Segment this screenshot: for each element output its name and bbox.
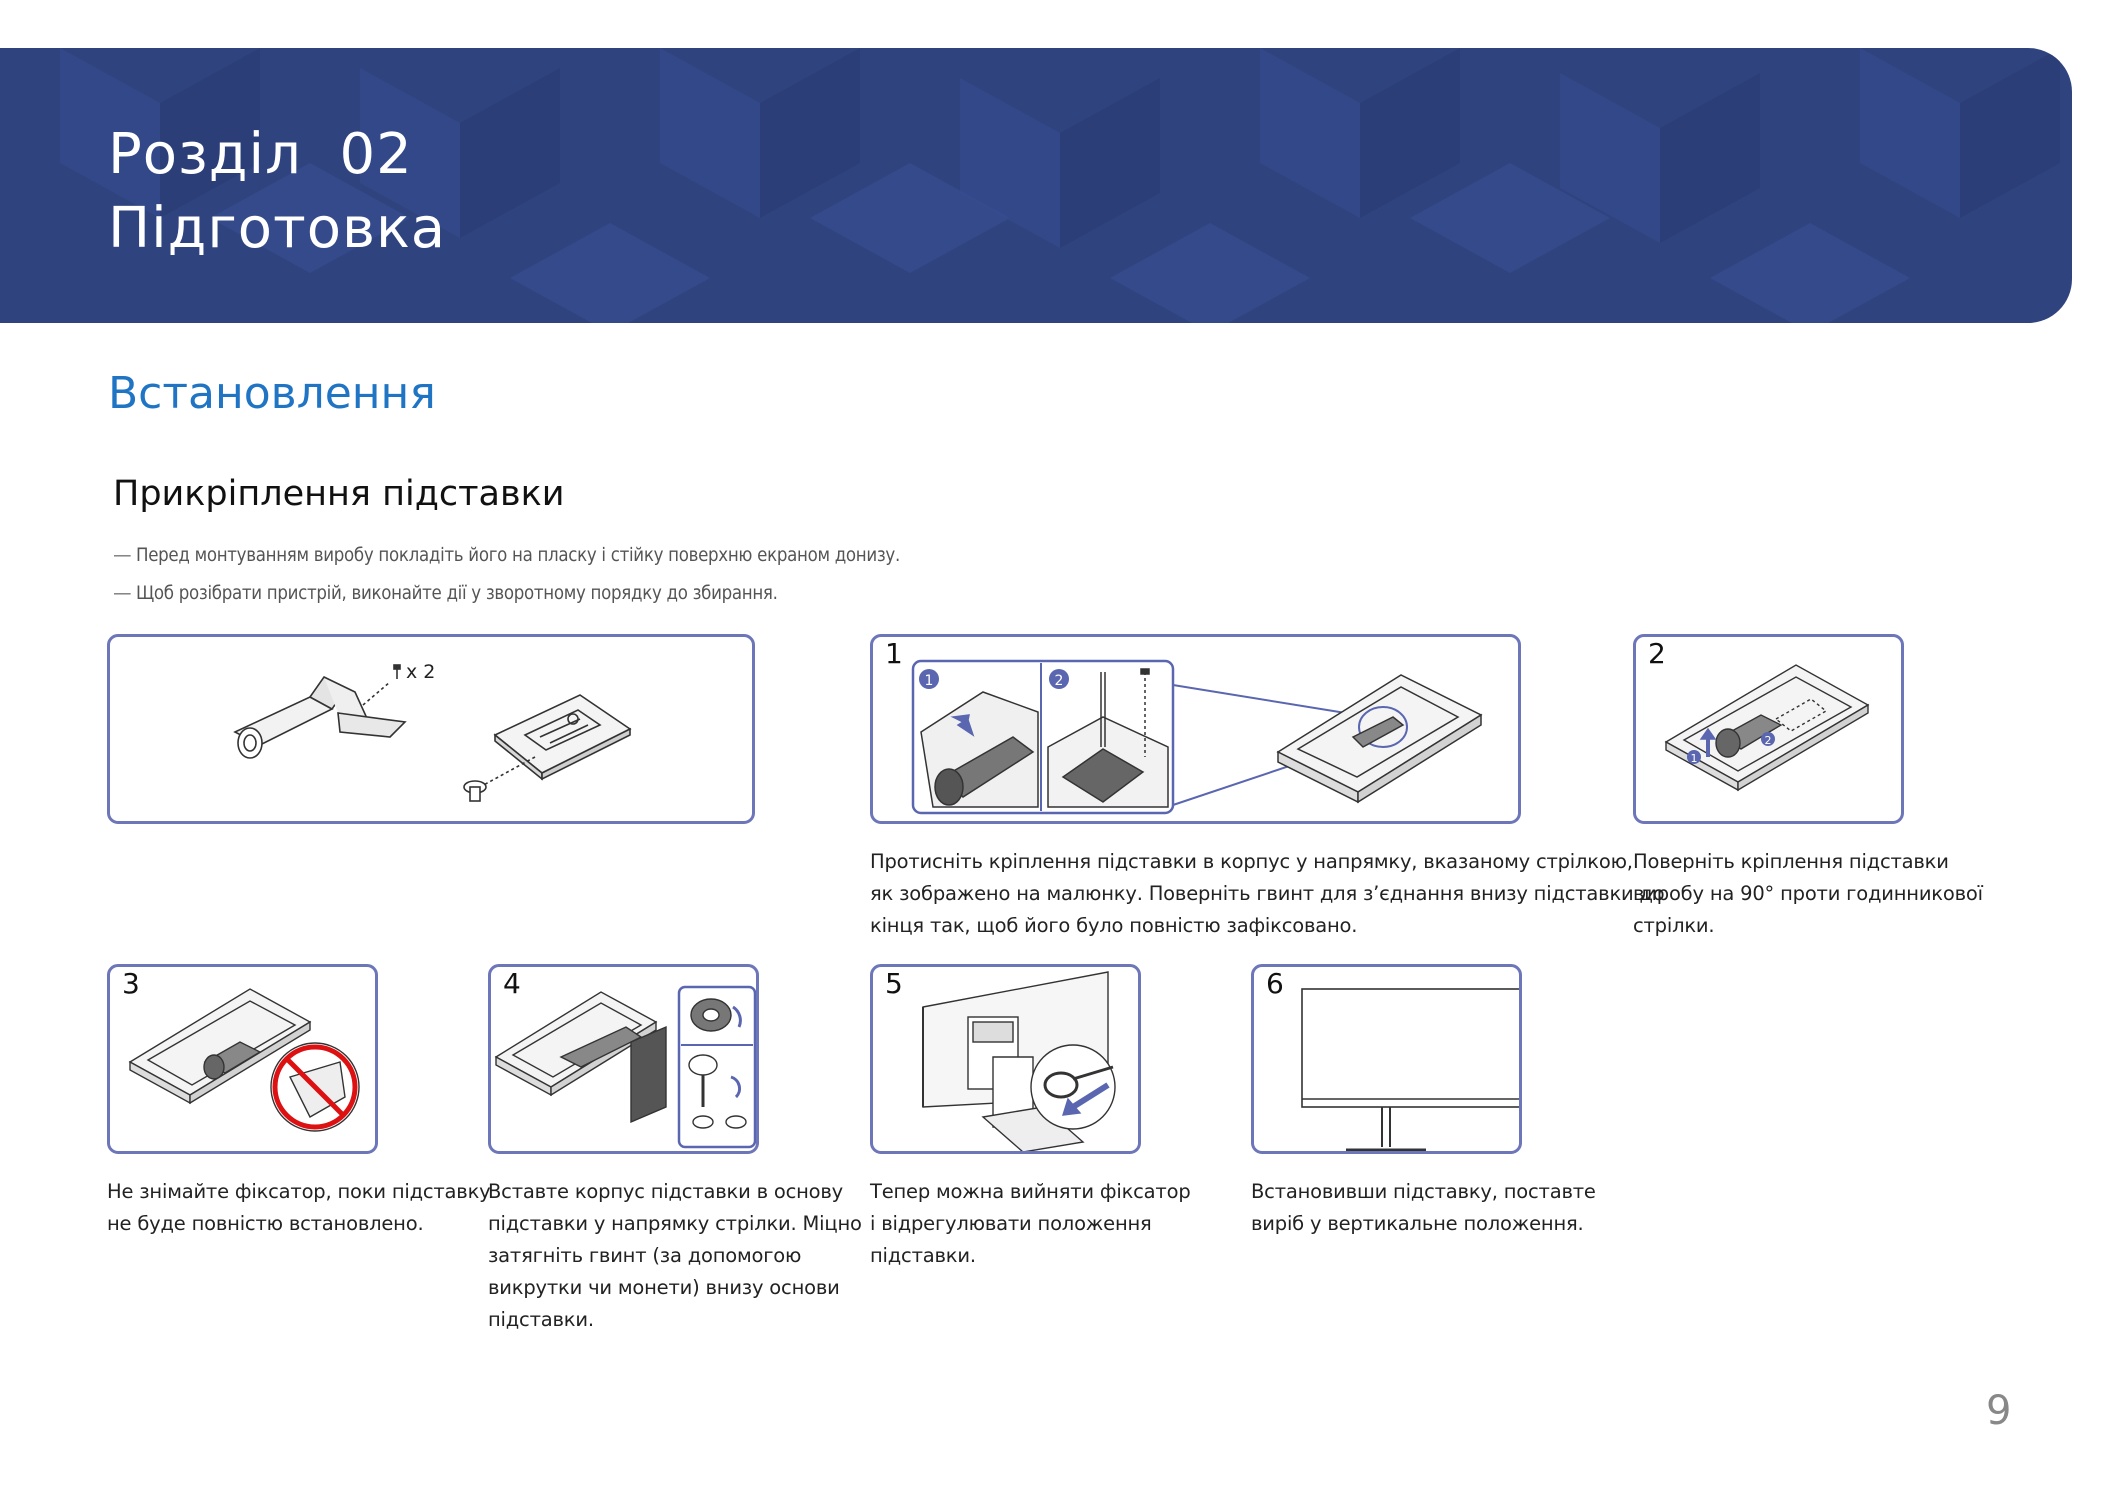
note-text: Перед монтуванням виробу покладіть його …: [136, 545, 900, 566]
caption-line: стрілки.: [1633, 914, 1715, 937]
step-2-panel: 2 1 2: [1633, 634, 1904, 824]
parts-panel: x 2: [107, 634, 755, 824]
badge-label: 2: [1055, 673, 1064, 689]
step-number: 2: [1648, 637, 1666, 670]
caption-line: і відрегулювати положення: [870, 1212, 1152, 1235]
step-5-caption: Тепер можна вийняти фіксатор і відрегулю…: [870, 1176, 1191, 1272]
caption-line: Протисніть кріплення підставки в корпус …: [870, 850, 1633, 873]
step-number: 4: [503, 967, 521, 1000]
step-3-caption: Не знімайте фіксатор, поки підставку не …: [107, 1176, 491, 1240]
step-badge-2: [1761, 732, 1775, 746]
note-2: ―Щоб розібрати пристрій, виконайте дії у…: [114, 583, 778, 604]
stand-base-illustration: [463, 694, 632, 802]
screw-icon: [393, 664, 401, 679]
note-dash: ―: [114, 545, 131, 566]
step-2-caption: Поверніть кріплення підставки виробу на …: [1633, 846, 1983, 942]
page-number: 9: [1986, 1388, 2012, 1434]
stand-neck-illustration: [233, 675, 407, 759]
step-6-illustration: [1301, 988, 1519, 1151]
caption-line: кінця так, щоб його було повністю зафікс…: [870, 914, 1358, 937]
step-number: 3: [122, 967, 140, 1000]
banner-cube-pattern: [60, 48, 2060, 323]
step-number: 6: [1266, 967, 1284, 1000]
caption-line: викрутки чи монети) внизу основи: [488, 1276, 840, 1299]
section-title: Встановлення: [108, 368, 436, 419]
chapter-banner: Розділ 02 Підготовка: [0, 48, 2072, 323]
step-4-illustration: [494, 985, 756, 1149]
step-1-caption: Протисніть кріплення підставки в корпус …: [870, 846, 1665, 942]
caption-line: не буде повністю встановлено.: [107, 1212, 424, 1235]
step-6-caption: Встановивши підставку, поставте виріб у …: [1251, 1176, 1596, 1240]
step-3-panel: 3: [107, 964, 378, 1154]
svg-text:2: 2: [1765, 734, 1772, 747]
step-1-panel: 1 1 2: [870, 634, 1521, 824]
screw-count-label: x 2: [406, 661, 435, 683]
step-5-illustration: [922, 971, 1116, 1151]
subsection-title: Прикріплення підставки: [113, 474, 565, 514]
caption-line: підставки.: [488, 1308, 594, 1331]
note-dash: ―: [114, 583, 131, 604]
step-badge-2: [1049, 669, 1069, 689]
step-1-illustration: 1 2: [911, 659, 1483, 815]
step-6-panel: 6: [1251, 964, 1522, 1154]
chapter-name: Підготовка: [108, 196, 447, 261]
caption-line: Поверніть кріплення підставки: [1633, 850, 1949, 873]
caption-line: Вставте корпус підставки в основу: [488, 1180, 844, 1203]
caption-line: Не знімайте фіксатор, поки підставку: [107, 1180, 491, 1203]
caption-line: Тепер можна вийняти фіксатор: [870, 1180, 1191, 1203]
caption-line: підставки у напрямку стрілки. Міцно: [488, 1212, 862, 1235]
step-5-panel: 5: [870, 964, 1141, 1154]
caption-line: виробу на 90° проти годинникової: [1633, 882, 1983, 905]
step-number: 1: [885, 637, 903, 670]
parts-illustration: x 2: [233, 661, 632, 802]
step-4-panel: 4: [488, 964, 759, 1154]
note-text: Щоб розібрати пристрій, виконайте дії у …: [136, 583, 778, 604]
note-1: ―Перед монтуванням виробу покладіть його…: [114, 545, 900, 566]
caption-line: затягніть гвинт (за допомогою: [488, 1244, 802, 1267]
step-4-caption: Вставте корпус підставки в основу підста…: [488, 1176, 862, 1336]
step-badge-1: [919, 669, 939, 689]
chapter-title: Розділ 02 Підготовка: [108, 118, 446, 266]
caption-line: Встановивши підставку, поставте: [1251, 1180, 1596, 1203]
chapter-number: Розділ 02: [108, 122, 413, 187]
caption-line: підставки.: [870, 1244, 976, 1267]
step-3-illustration: [128, 988, 360, 1132]
step-number: 5: [885, 967, 903, 1000]
caption-line: виріб у вертикальне положення.: [1251, 1212, 1584, 1235]
svg-text:1: 1: [1691, 752, 1698, 765]
caption-line: як зображено на малюнку. Поверніть гвинт…: [870, 882, 1665, 905]
step-2-illustration: 1 2: [1664, 664, 1870, 792]
step-badge-1: [1687, 750, 1701, 764]
badge-label: 1: [925, 673, 934, 689]
